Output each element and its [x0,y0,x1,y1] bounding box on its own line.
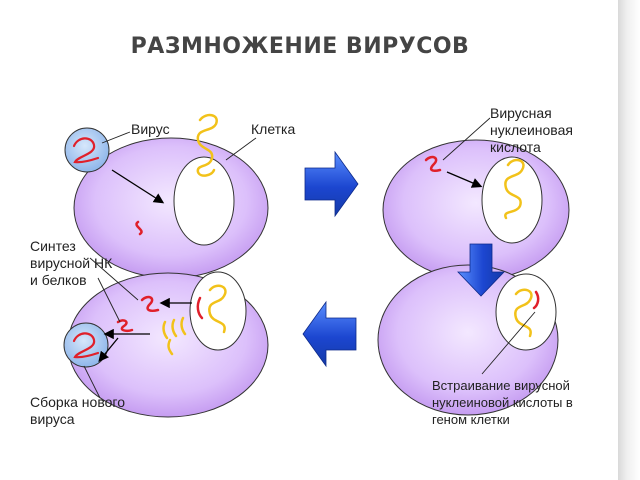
cell-1-viral-na [135,220,143,236]
label-leaders [83,117,536,399]
cell-1-dna [196,113,218,177]
cell-4-viral-na-copy-2 [116,319,134,333]
cell-4-viral-proteins [162,316,187,356]
na-transfer-arrow [446,171,483,188]
label-virus: Вирус [131,121,170,137]
label-cell: Клетка [251,121,296,137]
entry-arrow [111,169,165,204]
process-arrow-left [302,300,357,368]
cell-3 [377,264,559,416]
process-arrow-right [304,150,359,218]
cell-1-nucleus [173,156,235,246]
cell-4-dna [208,284,227,334]
cell-3-nucleus [495,273,557,351]
cell-4-nucleus [189,271,247,351]
cell-3-integrated-viral-na [532,290,540,310]
cell-2-dna [504,158,525,220]
cell-1 [73,137,269,279]
assembly-arrow-2 [98,337,119,363]
cell-4-viral-na-copy-1 [140,295,160,312]
label-synthesis: Синтез вирусной НК и белков [30,238,113,288]
virus-1 [64,127,110,173]
virus-2 [63,322,109,368]
slide-edge-shadow [618,0,640,480]
cell-2-viral-na [424,155,442,172]
label-viral-nucleic-acid: Вирусная нуклеиновая кислота [490,105,573,155]
label-assembly: Сборка нового вируса [30,394,125,427]
cell-4-integrated-viral-na [196,296,204,320]
label-integration: Встраивание вирусной нуклеиновой кислоты… [432,378,573,427]
slide-title: РАЗМНОЖЕНИЕ ВИРУСОВ [130,34,470,59]
process-arrow-down [457,243,505,297]
cell-3-dna [514,288,533,338]
cell-2-nucleus [481,156,543,244]
